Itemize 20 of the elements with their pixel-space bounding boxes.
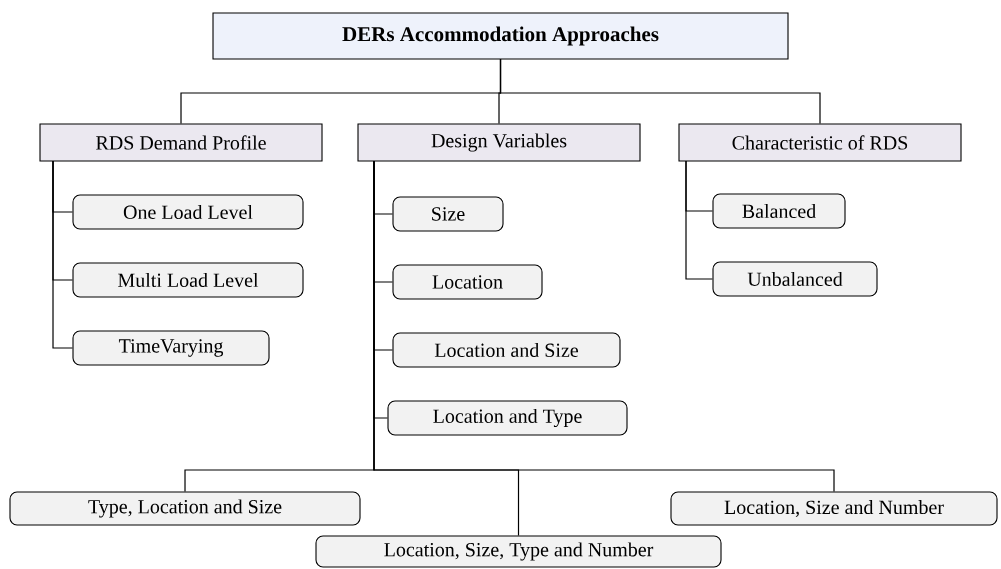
- connector-line: [499, 58, 821, 125]
- item-box: One Load Level: [72, 194, 304, 230]
- item-box: Location, Size, Type and Number: [315, 535, 722, 568]
- item-box: Location and Type: [387, 400, 628, 436]
- item-box: Location, Size and Number: [670, 491, 998, 526]
- item-box: Location and Size: [392, 332, 621, 368]
- item-box: Multi Load Level: [72, 262, 304, 298]
- title-box: DERs Accommodation Approaches: [212, 12, 789, 60]
- category-box: Characteristic of RDS: [678, 123, 962, 162]
- item-box: Location: [392, 264, 543, 300]
- item-box: Type, Location and Size: [9, 491, 361, 526]
- connector-line: [685, 160, 714, 280]
- item-box: Balanced: [712, 193, 846, 229]
- item-box: Size: [392, 196, 504, 232]
- category-box: Design Variables: [357, 123, 641, 162]
- item-box: TimeVarying: [72, 330, 270, 366]
- category-box: RDS Demand Profile: [39, 123, 323, 162]
- connector-line: [52, 160, 74, 349]
- connector-line: [373, 160, 835, 493]
- item-box: Unbalanced: [712, 261, 878, 297]
